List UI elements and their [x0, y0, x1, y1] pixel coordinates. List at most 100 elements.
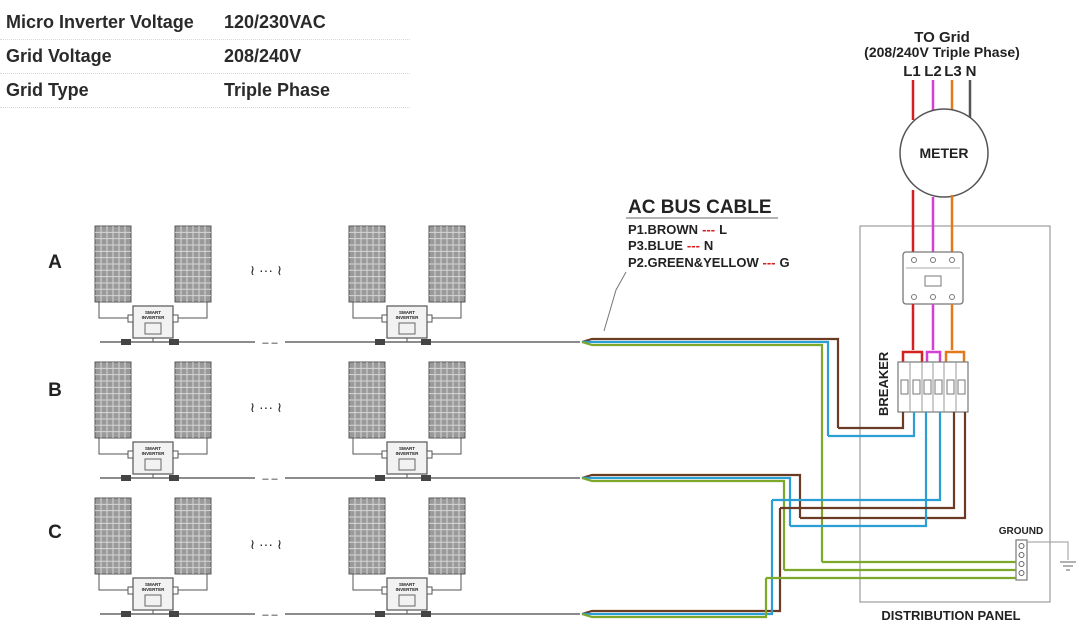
- row-ellipsis: ≀ ··· ≀: [250, 536, 282, 552]
- inverter-label: INVERTER: [142, 587, 166, 592]
- ground-label: GROUND: [999, 526, 1043, 537]
- connector: [421, 475, 431, 481]
- row-label-c: C: [48, 522, 62, 543]
- spec-row: Grid Type Triple Phase: [0, 74, 410, 108]
- meter-label: METER: [920, 145, 969, 161]
- panel-conductor: [838, 412, 905, 430]
- connector: [375, 475, 385, 481]
- solar-panel: [428, 225, 466, 303]
- meter: [899, 108, 989, 198]
- panel-conductor: [772, 412, 942, 502]
- solar-panel: [428, 497, 466, 575]
- ac-bus-title: AC BUS CABLE: [628, 197, 772, 218]
- row-ellipsis: ≀ ··· ≀: [250, 399, 282, 415]
- solar-panel: [174, 225, 212, 303]
- inverter-label: INVERTER: [396, 451, 420, 456]
- bus-conductor: [581, 340, 824, 562]
- distribution-panel: [859, 225, 1051, 603]
- spec-value: Triple Phase: [224, 80, 331, 100]
- panel-conductor: [790, 412, 928, 528]
- bus-conductor: [581, 578, 768, 619]
- panel-label: DISTRIBUTION PANEL: [881, 608, 1020, 623]
- solar-panel: [348, 361, 386, 439]
- grid-title: TO Grid: [914, 29, 970, 46]
- connector: [421, 611, 431, 617]
- inverter-label: SMART: [399, 582, 415, 587]
- cable-break: ‒ ‒: [262, 337, 278, 349]
- legend-pointer: [603, 271, 627, 332]
- legend-line: P2.GREEN&YELLOW---G: [628, 255, 790, 270]
- connector: [169, 611, 179, 617]
- inverter-label: SMART: [145, 582, 161, 587]
- cable-break: ‒ ‒: [262, 473, 278, 485]
- spec-row: Micro Inverter Voltage 120/230VAC: [0, 6, 410, 40]
- bus-conductor: [581, 337, 840, 428]
- inverter-label: INVERTER: [142, 315, 166, 320]
- line-label-n: N: [966, 63, 977, 80]
- row-label-b: B: [48, 380, 62, 401]
- inverter-label: SMART: [145, 446, 161, 451]
- ground-bar: [1015, 539, 1069, 581]
- inverter-label: INVERTER: [396, 587, 420, 592]
- breaker: [897, 361, 969, 413]
- solar-panel: [174, 497, 212, 575]
- solar-panel: [348, 225, 386, 303]
- panel-conductor: [800, 412, 967, 520]
- connector: [121, 339, 131, 345]
- grid-subtitle: (208/240V Triple Phase): [864, 44, 1020, 60]
- line-label-l2: L2: [924, 63, 942, 80]
- spec-value: 120/230VAC: [224, 12, 326, 32]
- solar-panel: [348, 497, 386, 575]
- line-label-l1: L1: [903, 63, 921, 80]
- ac-bus-legend: P1.BROWN---L P3.BLUE---N P2.GREEN&YELLOW…: [628, 222, 790, 270]
- bus-conductor: [581, 476, 786, 570]
- inverter-label: SMART: [399, 310, 415, 315]
- row-label-a: A: [48, 252, 62, 273]
- legend-line: P1.BROWN---L: [628, 222, 727, 237]
- inverter-label: INVERTER: [396, 315, 420, 320]
- bus-conductor: [581, 473, 802, 518]
- bus-conductor: [582, 340, 830, 436]
- trunk-cables: [581, 337, 840, 619]
- meter-to-switch-wires: [911, 190, 954, 252]
- connector: [169, 339, 179, 345]
- inverter-label: SMART: [145, 310, 161, 315]
- spec-key: Micro Inverter Voltage: [6, 12, 194, 32]
- inverter-label: INVERTER: [142, 451, 166, 456]
- panel-wiring: [766, 412, 1016, 580]
- solar-panel: [94, 361, 132, 439]
- breaker-label: BREAKER: [876, 351, 891, 416]
- solar-panel: [428, 361, 466, 439]
- main-switch: [902, 251, 964, 305]
- line-label-l3: L3: [944, 63, 962, 80]
- solar-panel: [94, 497, 132, 575]
- connector: [421, 339, 431, 345]
- inverter-label: SMART: [399, 446, 415, 451]
- connector: [375, 339, 385, 345]
- legend-line: P3.BLUE---N: [628, 238, 713, 253]
- bus-conductor: [581, 508, 782, 616]
- switch-to-breaker-wires: [901, 304, 966, 362]
- cable-break: ‒ ‒: [262, 609, 278, 621]
- spec-key: Grid Voltage: [6, 46, 112, 66]
- solar-panel: [174, 361, 212, 439]
- bus-conductor: [582, 500, 774, 616]
- connector: [169, 475, 179, 481]
- ground-symbol-icon: [1060, 561, 1076, 571]
